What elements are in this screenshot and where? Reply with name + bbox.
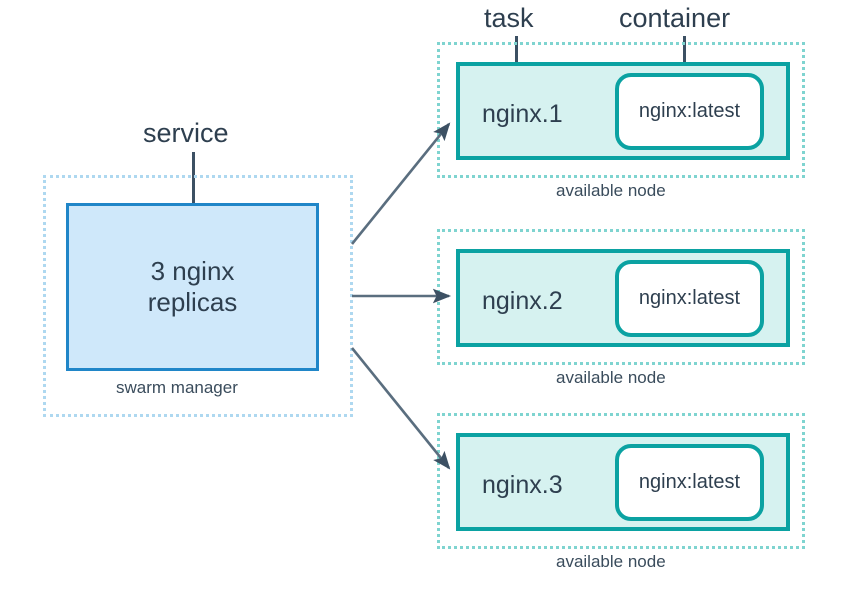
node-1-task-label: nginx.1 <box>482 100 563 128</box>
arrow-to-node-1 <box>350 122 451 245</box>
service-replicas-line1: 3 nginx <box>150 256 235 287</box>
node-3-boundary <box>437 413 805 549</box>
arrow-to-node-3 <box>350 347 451 470</box>
node-2-task-label: nginx.2 <box>482 287 563 315</box>
node-1-container-box: nginx:latest <box>615 73 764 150</box>
node-1-container-label: nginx:latest <box>638 100 741 122</box>
swarm-manager-caption: swarm manager <box>116 378 238 397</box>
node-3-task-label: nginx.3 <box>482 471 563 499</box>
service-annotation-label: service <box>143 118 229 148</box>
service-replicas-line2: replicas <box>147 287 238 317</box>
service-box-text: 3 nginx replicas <box>148 256 238 317</box>
node-3-container-label: nginx:latest <box>638 471 741 493</box>
node-2-container-label: nginx:latest <box>638 287 741 309</box>
node-3-caption: available node <box>556 552 666 571</box>
service-leader-line <box>192 152 195 250</box>
node-1-caption: available node <box>556 181 666 200</box>
node-2-caption: available node <box>556 368 666 387</box>
node-2-container-box: nginx:latest <box>615 260 764 337</box>
swarm-manager-boundary <box>43 175 353 417</box>
task-annotation-label: task <box>484 3 534 33</box>
container-annotation-label: container <box>619 3 731 33</box>
node-1-boundary <box>437 42 805 178</box>
node-3-container-box: nginx:latest <box>615 444 764 521</box>
service-box: 3 nginx replicas <box>66 203 319 371</box>
